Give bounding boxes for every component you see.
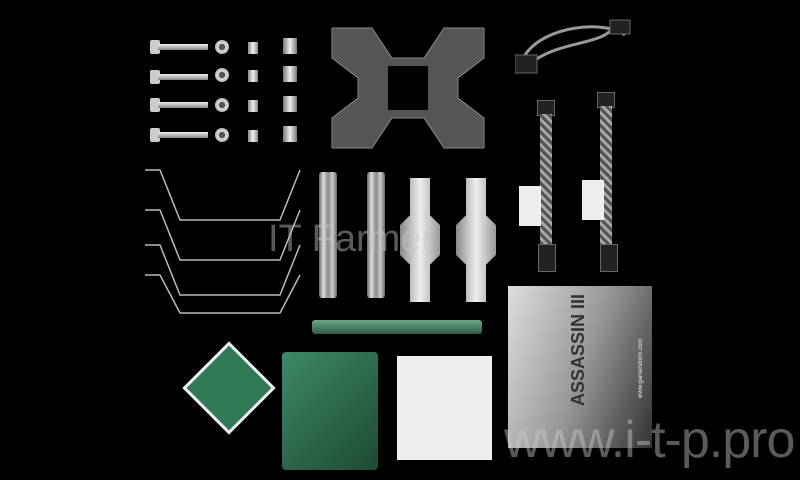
watermark-center: IT Farmer (268, 218, 435, 260)
thermal-paste-syringe (312, 320, 482, 334)
mounting-bar (367, 172, 385, 298)
mounting-bracket (456, 178, 496, 302)
mounting-bar (319, 172, 337, 298)
warranty-card (282, 352, 378, 470)
backplate (331, 27, 485, 149)
watermark-url: www.i-t-p.pro (504, 411, 795, 469)
manual-title: ASSASSIN III (568, 293, 588, 406)
fan-splitter-cable (515, 19, 631, 74)
cleaning-wipe-pack (397, 356, 492, 460)
manual-website: www.gamerstorm.com (638, 338, 644, 398)
logo-sticker (182, 341, 276, 435)
user-manual: ASSASSIN III www.gamerstorm.com (508, 286, 652, 448)
